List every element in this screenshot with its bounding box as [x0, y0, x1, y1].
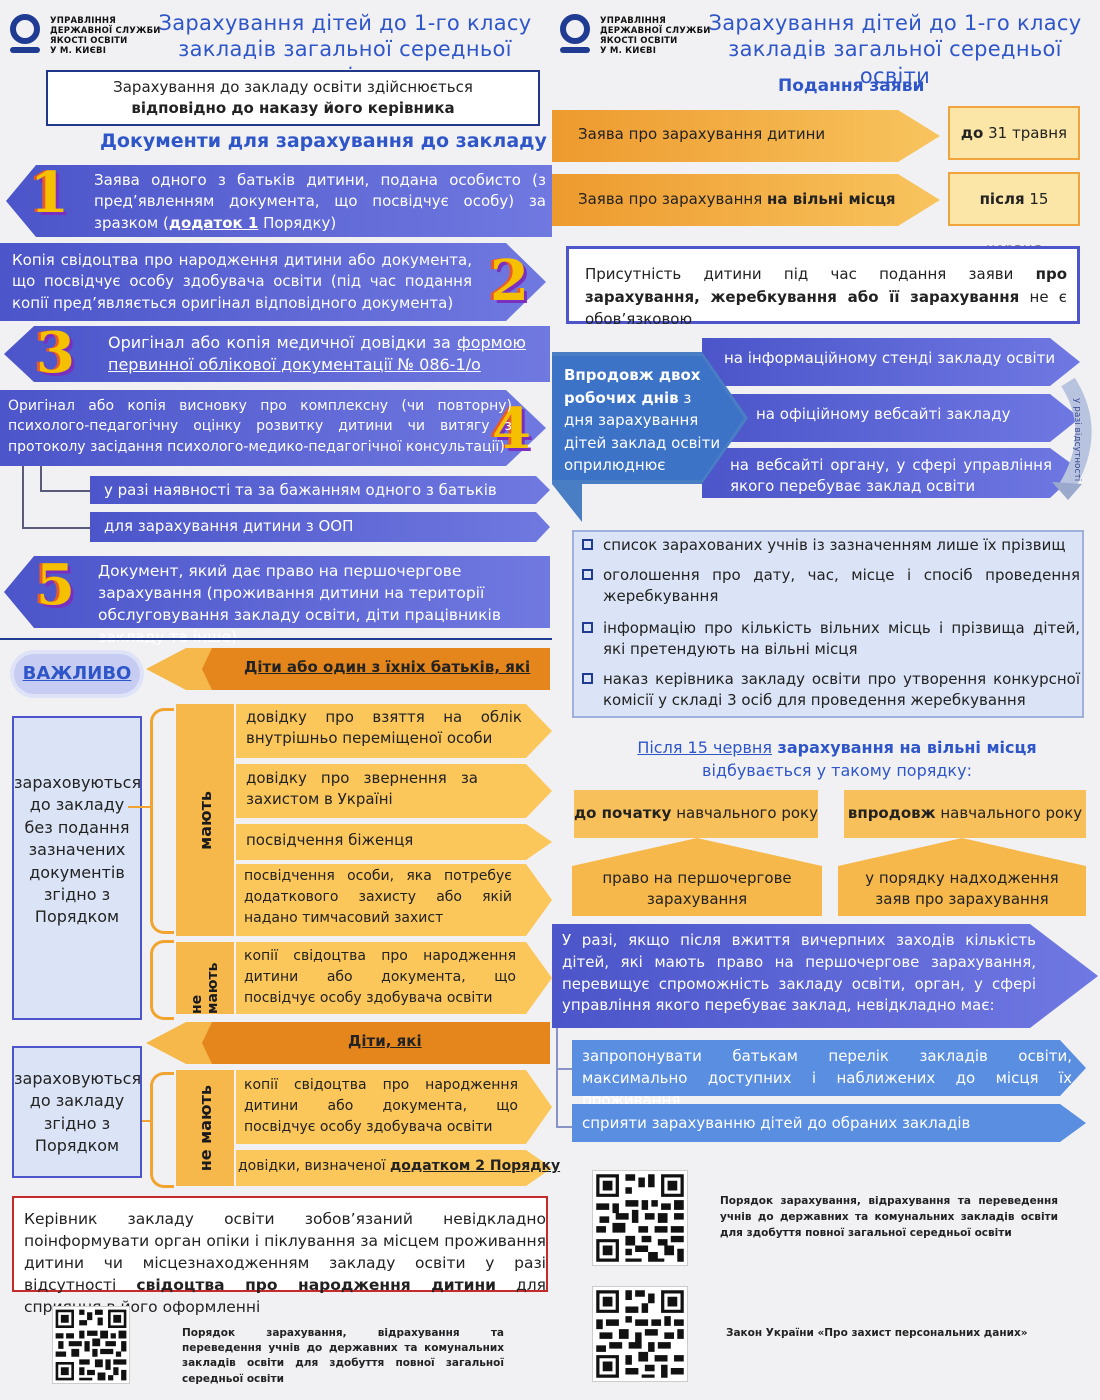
- before-year: до початку навчального року: [574, 790, 818, 838]
- presence-box: Присутність дитини під час подання заяви…: [566, 246, 1080, 328]
- qr-code-icon-right-2[interactable]: [592, 1286, 688, 1382]
- org-name: УПРАВЛІННЯ ДЕРЖАВНОЇ СЛУЖБИ ЯКОСТІ ОСВІТ…: [50, 16, 161, 57]
- doc2-arrow: [0, 243, 546, 321]
- checkbox-icon: [582, 622, 593, 633]
- excess-arrow: [552, 924, 1098, 1028]
- manager-notice: Керівник закладу освіти зобов’язаний нев…: [12, 1196, 548, 1316]
- doc5-arrow: [4, 556, 550, 628]
- have-label-box: мають: [176, 704, 234, 936]
- doc4-sub1: у разі наявності та за бажанням одного з…: [104, 481, 497, 499]
- priority-box: право на першочергове зарахування: [602, 869, 792, 909]
- qr-code-icon-left[interactable]: [52, 1306, 130, 1384]
- not-have2-item1: копії свідоцтва про народження дитини аб…: [244, 1077, 518, 1135]
- checkbox-icon: [582, 539, 593, 550]
- doc4-arrow: [0, 390, 546, 466]
- important-badge: ВАЖЛИВО: [14, 654, 140, 694]
- list-item: список зарахованих учнів із зазначенням …: [582, 535, 1080, 556]
- publish-text: Впродовж двох робочих днів з дня зарахув…: [564, 366, 721, 474]
- by-order-box: зараховуються до закладу згідно з Порядк…: [12, 1046, 142, 1178]
- org-logo: [10, 14, 40, 53]
- excess-item1: запропонувати батькам перелік закладів о…: [582, 1047, 1072, 1109]
- not-have-label-box: не мають: [176, 942, 234, 1014]
- app1-text: Заява про зарахування дитини: [578, 125, 826, 143]
- have-item-2: довідку про звернення за захистом в Укра…: [246, 769, 478, 809]
- page-title: Зарахування дітей до 1-го класу закладів…: [158, 11, 532, 88]
- publish-list: список зарахованих учнів із зазначенням …: [572, 530, 1084, 718]
- qr-code-icon-right-1[interactable]: [592, 1170, 688, 1266]
- qr-caption-left: Порядок зарахування, відрахування та пер…: [182, 1327, 504, 1385]
- checkbox-icon: [582, 673, 593, 684]
- app1-arrow: [552, 110, 940, 162]
- excess-text: У разі, якщо після вжиття вичерпних захо…: [562, 931, 1036, 1015]
- have-item-3: посвідчення біженця: [246, 831, 414, 849]
- doc1-number: 1: [30, 160, 69, 226]
- without-docs-box: зараховуються до закладу без подання заз…: [12, 716, 142, 1020]
- doc5-number: 5: [36, 552, 75, 618]
- qr1-caption: Порядок зарахування, відрахування та пер…: [720, 1195, 1058, 1239]
- after-heading: Після 15 червня зарахування на вільні мі…: [637, 738, 1037, 781]
- doc4-number: 4: [492, 396, 531, 462]
- logo-ring-icon: [10, 14, 40, 44]
- list-item: оголошення про дату, час, місце і спосіб…: [582, 565, 1080, 608]
- docs-heading: Документи для зарахування до закладу: [100, 130, 547, 152]
- order-received-box: у порядку надходження заяв про зарахуван…: [865, 869, 1059, 909]
- doc1-link[interactable]: додаток 1: [168, 213, 259, 232]
- pub-place-2: на офіційному вебсайті закладу: [756, 405, 1011, 423]
- have-item-4: посвідчення особи, яка потребує додатков…: [244, 868, 512, 926]
- not-have-item: копії свідоцтва про народження дитини аб…: [244, 948, 516, 1006]
- doc3-link[interactable]: формою первинної облікової документації …: [108, 333, 526, 375]
- app2-text: Заява про зарахування на вільні місця: [578, 190, 896, 208]
- important-head: Діти або один з їхніх батьків, які: [244, 658, 531, 676]
- doc1-arrow: [6, 165, 552, 237]
- checkbox-icon: [582, 569, 593, 580]
- doc3-arrow: [4, 326, 550, 382]
- app1-date: до 31 травня: [948, 106, 1080, 160]
- children-head: Діти, які: [348, 1032, 422, 1050]
- qr2-caption: Закон України «Про захист персональних д…: [726, 1327, 1028, 1339]
- pub-place-3: на вебсайті органу, у сфері управління я…: [730, 456, 1052, 496]
- doc4-sub2: для зарахування дитини з ООП: [104, 517, 354, 535]
- page-title-right: Зарахування дітей до 1-го класу закладів…: [708, 11, 1082, 88]
- excess-item2: сприяти зарахуванню дітей до обраних зак…: [582, 1114, 971, 1132]
- have-item-1: довідку про взяття на облік внутрішньо п…: [246, 708, 522, 748]
- logo-ring-icon: [560, 14, 590, 44]
- logo-bar-icon: [560, 47, 590, 53]
- doc1-text: Заява одного з батьків дитини, подана ос…: [94, 171, 546, 232]
- during-year: впродовж навчального року: [844, 790, 1086, 838]
- doc3-number: 3: [36, 320, 75, 386]
- list-item: інформацію про кількість вільних місць і…: [582, 618, 1080, 661]
- pub-place-1: на інформаційному стенді закладу освіти: [724, 349, 1056, 367]
- publish-diagram: [552, 338, 1092, 522]
- not-have2-item2: довідки, визначеної додатком 2 Порядку: [238, 1158, 561, 1174]
- doc2-text: Копія свідоцтва про народження дитини аб…: [12, 251, 472, 312]
- org-name-right: УПРАВЛІННЯ ДЕРЖАВНОЇ СЛУЖБИ ЯКОСТІ ОСВІТ…: [600, 16, 711, 57]
- logo-bar-icon: [10, 47, 40, 53]
- intro-box: Зарахування до закладу освіти здійснюєть…: [46, 70, 540, 126]
- doc2-number: 2: [490, 248, 529, 314]
- doc4-text: Оригінал або копія висновку про комплекс…: [8, 398, 512, 455]
- app2-arrow: [552, 174, 940, 226]
- org-logo-right: [560, 14, 590, 53]
- app2-date: після 15 червня: [948, 172, 1080, 258]
- submission-heading: Подання заяви: [778, 76, 925, 96]
- list-item: наказ керівника закладу освіти про утвор…: [582, 669, 1080, 712]
- doc3-text: Оригінал або копія медичної довідки за ф…: [108, 333, 526, 375]
- appendix2-link[interactable]: додатком 2 Порядку: [390, 1158, 561, 1174]
- if-any-note: у разі відсутності: [1072, 398, 1082, 482]
- doc5-text: Документ, який дає право на першочергове…: [98, 562, 501, 646]
- not-have2-label-box: не мають: [176, 1070, 234, 1186]
